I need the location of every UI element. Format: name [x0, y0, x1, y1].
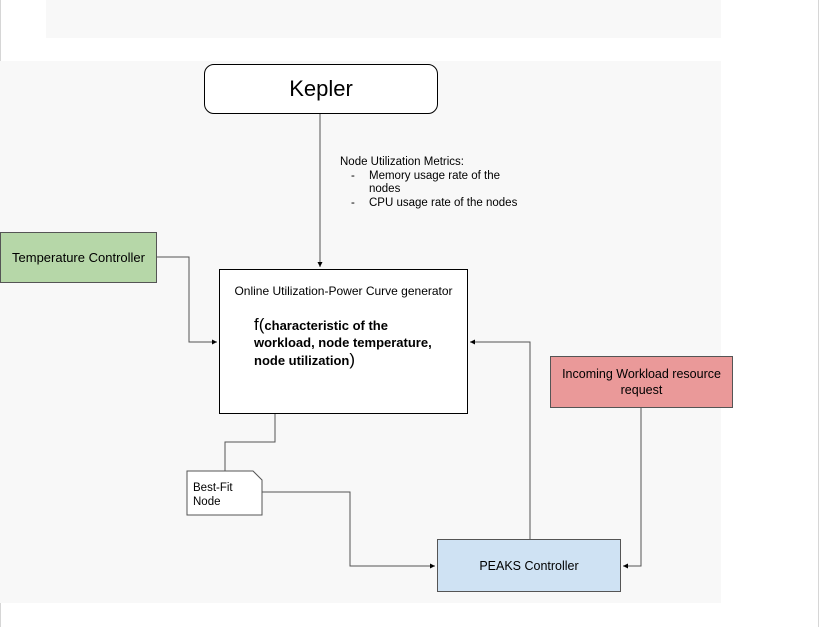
- peaks-controller-box: PEAKS Controller: [437, 539, 621, 592]
- temperature-controller-box: Temperature Controller: [0, 232, 157, 283]
- function-open-paren: (: [258, 315, 265, 334]
- kepler-box: Kepler: [204, 64, 438, 114]
- incoming-to-peaks-arrow: [623, 408, 642, 569]
- node-utilization-metrics-note: Node Utilization Metrics: Memory usage r…: [340, 156, 529, 210]
- best-fit-node-label: Best-Fit Node: [193, 482, 233, 508]
- peaks-to-generator-arrow: [470, 339, 531, 539]
- kepler-label: Kepler: [289, 76, 353, 101]
- metrics-title: Node Utilization Metrics:: [340, 156, 464, 168]
- temperature-controller-label: Temperature Controller: [12, 250, 145, 265]
- curve-generator-title: Online Utilization-Power Curve generator: [234, 284, 453, 298]
- peaks-controller-label: PEAKS Controller: [479, 558, 579, 573]
- function-close-paren: ): [349, 350, 355, 369]
- generator-to-bestfit-line: [224, 414, 276, 471]
- best-fit-node-document-shape: [186, 470, 263, 516]
- curve-generator-box: Online Utilization-Power Curve generator: [219, 269, 468, 414]
- function-label: f(characteristic of the workload, node t…: [254, 316, 439, 369]
- function-symbol: f: [254, 315, 259, 334]
- function-arguments: characteristic of the workload, node tem…: [254, 318, 432, 368]
- bestfit-to-peaks-arrow: [262, 491, 435, 569]
- temperature-to-generator-arrow: [157, 256, 217, 345]
- metric-item-cpu: CPU usage rate of the nodes: [340, 197, 529, 211]
- metric-item-memory: Memory usage rate of the nodes: [340, 170, 529, 197]
- incoming-workload-box: Incoming Workload resource request: [550, 356, 733, 408]
- incoming-workload-label: Incoming Workload resource request: [562, 367, 721, 397]
- top-panel: [46, 0, 721, 38]
